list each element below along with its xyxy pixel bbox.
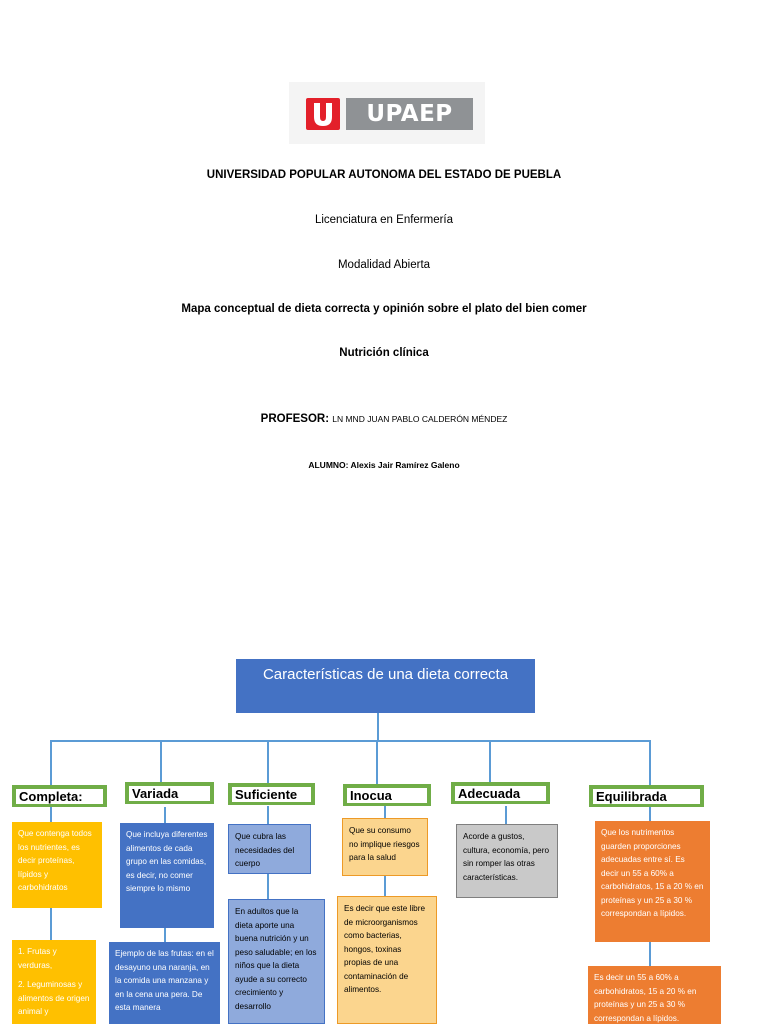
connector-inocua-detail (384, 876, 386, 896)
connector-completa (50, 740, 52, 785)
connector-suficiente (267, 740, 269, 783)
connector-completa-detail (50, 908, 52, 940)
connector-variada-desc (164, 807, 166, 823)
assignment-title: Mapa conceptual de dieta correcta y opin… (181, 303, 587, 315)
equilibrada-detail: Es decir un 55 a 60% a carbohidratos, 15… (588, 966, 721, 1024)
logo-u-mark (306, 98, 340, 130)
inocua-detail: Es decir que este libre de microorganism… (337, 896, 437, 1024)
logo-u-glyph (314, 103, 332, 126)
connector-adecuada-desc (505, 806, 507, 824)
professor-label: PROFESOR: (260, 413, 330, 425)
connector-inocua (376, 740, 378, 784)
inocua-description: Que su consumo no implique riesgos para … (342, 818, 428, 876)
connector-equilibrada (649, 740, 651, 785)
connector-adecuada (489, 740, 491, 782)
suficiente-description: Que cubra las necesidades del cuerpo (228, 824, 311, 874)
student-line: ALUMNO: Alexis Jair Ramírez Galeno (308, 460, 460, 470)
connector-variada (160, 740, 162, 782)
variada-description: Que incluya diferentes alimentos de cada… (120, 823, 214, 928)
connector-variada-detail (164, 928, 166, 942)
modality: Modalidad Abierta (337, 259, 431, 271)
connector-inocua-desc (384, 806, 386, 818)
connector-suficiente-detail (267, 874, 269, 899)
completa-detail-item-2: 2. Leguminosas y alimentos de origen ani… (18, 980, 90, 1016)
heading-variada: Variada (125, 782, 214, 804)
professor-name: LN MND JUAN PABLO CALDERÓN MÉNDEZ (332, 414, 508, 424)
connector-trunk (377, 713, 379, 741)
completa-detail-item-1: 1. Frutas y verduras, (18, 947, 57, 970)
connector-equilibrada-detail (649, 942, 651, 966)
connector-suficiente-desc (267, 806, 269, 824)
suficiente-detail: En adultos que la dieta aporte una buena… (228, 899, 325, 1024)
heading-adecuada: Adecuada (451, 782, 550, 804)
variada-detail: Ejemplo de las frutas: en el desayuno un… (109, 942, 220, 1024)
logo-wordmark: UPAEP (346, 98, 473, 130)
degree-name: Licenciatura en Enfermería (314, 214, 454, 226)
completa-detail: 1. Frutas y verduras, 2. Leguminosas y a… (12, 940, 96, 1024)
equilibrada-description: Que los nutrimentos guarden proporciones… (595, 821, 710, 942)
heading-suficiente: Suficiente (228, 783, 315, 805)
professor-line: PROFESOR: LN MND JUAN PABLO CALDERÓN MÉN… (0, 413, 768, 425)
connector-equilibrada-desc (649, 807, 651, 821)
completa-description: Que contenga todos los nutrientes, es de… (12, 822, 102, 908)
heading-completa: Completa: (12, 785, 107, 807)
university-name: UNIVERSIDAD POPULAR AUTONOMA DEL ESTADO … (206, 169, 562, 181)
adecuada-description: Acorde a gustos, cultura, economía, pero… (456, 824, 558, 898)
heading-inocua: Inocua (343, 784, 431, 806)
connector-completa-desc (50, 806, 52, 822)
connector-horizontal (50, 740, 651, 742)
heading-equilibrada: Equilibrada (589, 785, 704, 807)
concept-map-title: Características de una dieta correcta (236, 659, 535, 713)
upaep-logo: UPAEP (289, 82, 485, 144)
course-name: Nutrición clínica (339, 347, 429, 359)
